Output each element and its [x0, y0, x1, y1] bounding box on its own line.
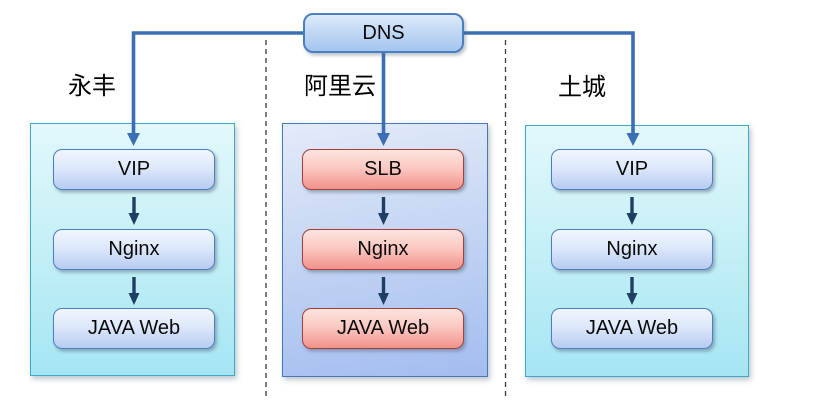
node-nginx-tucheng: Nginx: [551, 229, 713, 270]
node-label: JAVA Web: [336, 317, 430, 339]
zone-label-yongfeng: 永丰: [68, 72, 116, 100]
node-javaweb-yongfeng: JAVA Web: [53, 308, 215, 349]
node-label: Nginx: [606, 238, 658, 260]
node-label: JAVA Web: [87, 317, 181, 339]
node-label: VIP: [615, 158, 649, 180]
node-javaweb-aliyun: JAVA Web: [302, 308, 464, 349]
node-javaweb-tucheng: JAVA Web: [551, 308, 713, 349]
zone-label-tucheng: 土城: [558, 73, 606, 101]
node-label: VIP: [117, 158, 151, 180]
dns-node: DNS: [303, 13, 464, 53]
node-label: Nginx: [357, 238, 409, 260]
node-vip-yongfeng: VIP: [53, 149, 215, 190]
node-slb-aliyun: SLB: [302, 149, 464, 190]
node-label: Nginx: [108, 238, 160, 260]
node-nginx-yongfeng: Nginx: [53, 229, 215, 270]
node-vip-tucheng: VIP: [551, 149, 713, 190]
dns-node-label: DNS: [362, 21, 405, 44]
zone-label-aliyun: 阿里云: [304, 72, 376, 100]
node-label: JAVA Web: [585, 317, 679, 339]
node-label: SLB: [364, 158, 402, 180]
node-nginx-aliyun: Nginx: [302, 229, 464, 270]
